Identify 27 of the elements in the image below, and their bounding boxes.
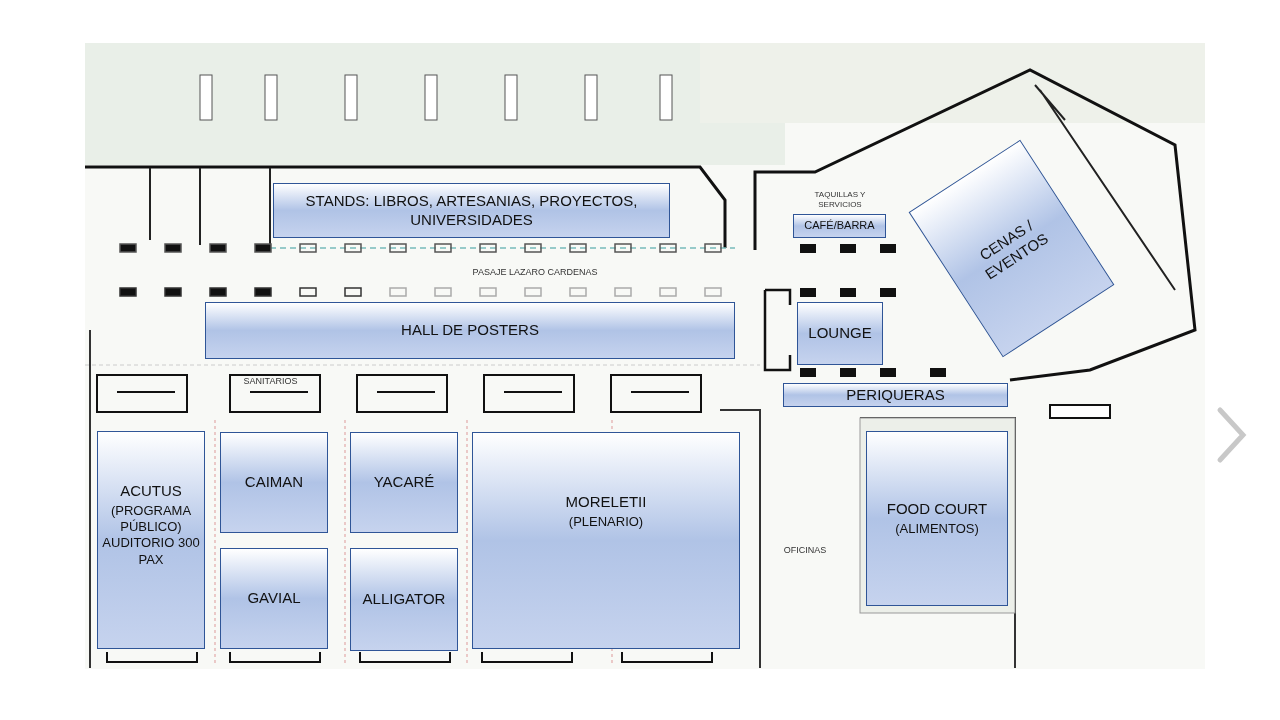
room-name: STANDS: LIBROS, ARTESANIAS, PROYECTOS, UNIVERSIDADES xyxy=(304,191,639,230)
room-name: (PLENARIO) xyxy=(568,513,644,530)
room-area xyxy=(350,432,458,533)
room-name: CAFÉ/BARRA xyxy=(804,219,875,233)
room-name: MORELETII xyxy=(565,493,647,512)
room-name: (ALIMENTOS) xyxy=(895,520,979,537)
room-area xyxy=(350,548,458,651)
room-name: ACUTUS xyxy=(120,482,182,501)
room-area xyxy=(220,548,328,649)
room-area xyxy=(793,214,886,238)
room-area xyxy=(220,432,328,533)
room-name: (PROGRAMA PÚBLICO) AUDITORIO 300 PAX xyxy=(102,502,200,568)
room-name: CAIMAN xyxy=(244,473,304,492)
room-name: PERIQUERAS xyxy=(846,385,945,405)
room-area xyxy=(273,183,670,238)
room-area xyxy=(97,431,205,649)
room-name: YACARÉ xyxy=(373,473,435,492)
room-area xyxy=(205,302,735,359)
room-area xyxy=(797,302,883,365)
room-name: HALL DE POSTERS xyxy=(401,321,539,340)
room-name: LOUNGE xyxy=(808,324,872,343)
room-name: FOOD COURT xyxy=(886,500,988,519)
room-name: ALLIGATOR xyxy=(362,590,446,609)
room-area xyxy=(783,383,1008,407)
room-area xyxy=(472,432,740,649)
room-area xyxy=(866,431,1008,606)
room-name: GAVIAL xyxy=(247,589,301,608)
